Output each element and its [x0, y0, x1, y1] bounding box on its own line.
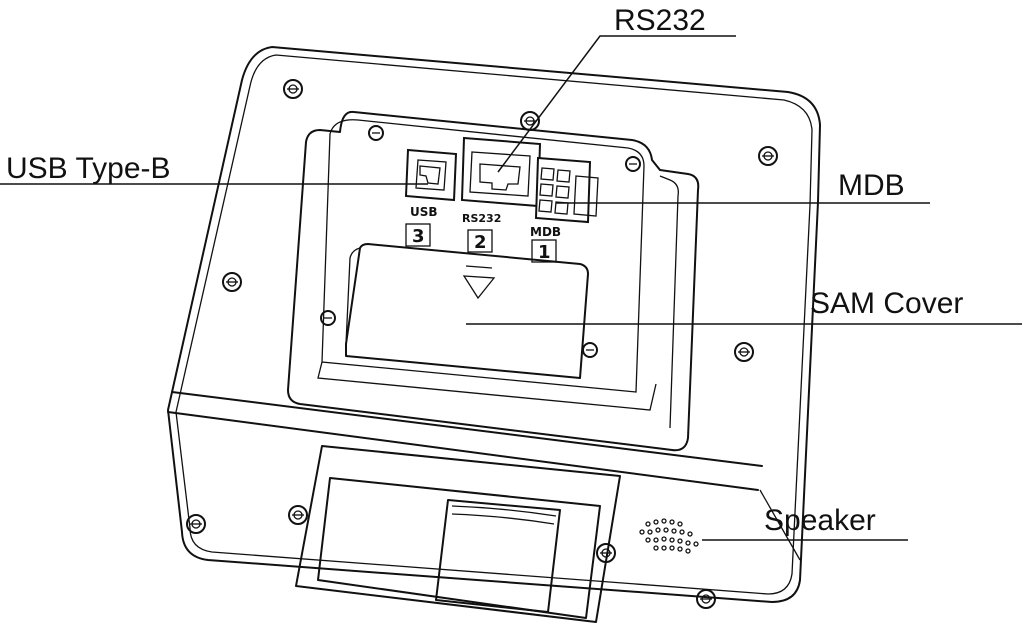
rs232-number-box: [467, 229, 493, 253]
port-label-group: USB 3 RS232 2 MDB 1: [405, 205, 561, 263]
screw-icon: [320, 310, 336, 326]
rs232-port: [460, 136, 542, 208]
screw-icon: [186, 514, 206, 534]
usb-port-label: USB: [410, 205, 438, 219]
screw-icon: [758, 146, 778, 166]
rs232-callout: RS232: [614, 4, 706, 37]
screw-icon: [368, 125, 384, 141]
usb-type-b-callout: USB Type-B: [6, 152, 171, 185]
screw-icon: [696, 589, 716, 609]
callout-labels: RS232 USB Type-B MDB SAM Cover Speaker: [6, 4, 963, 537]
usb-port: [404, 148, 458, 202]
rs232-port-label: RS232: [462, 212, 501, 225]
usb-number-box: [405, 223, 431, 247]
screw-icon: [625, 156, 641, 172]
mdb-number-box: [531, 239, 557, 263]
device-housing: [167, 46, 821, 603]
screw-icon: [222, 272, 242, 292]
screw-icon: [734, 342, 754, 362]
stand-bracket: [295, 445, 621, 623]
mdb-port-label: MDB: [530, 225, 561, 239]
connector-module: [287, 110, 700, 452]
screws: [186, 79, 778, 609]
mdb-port-number: 1: [538, 242, 551, 263]
mdb-port: [534, 156, 599, 224]
sam-cover-callout: SAM Cover: [810, 287, 963, 320]
screw-icon: [596, 543, 616, 563]
screw-icon: [283, 79, 303, 99]
screw-icon: [288, 505, 308, 525]
speaker-grille: [639, 518, 699, 554]
mdb-callout: MDB: [838, 169, 905, 202]
screw-icon: [582, 342, 598, 358]
sam-cover: [345, 243, 589, 379]
leader-lines: [0, 35, 1022, 541]
usb-port-number: 3: [412, 226, 425, 247]
sam-cover-arrow-icon: [462, 275, 496, 300]
rs232-port-number: 2: [474, 232, 487, 253]
rs232-leader-line: [497, 35, 736, 173]
speaker-callout: Speaker: [764, 504, 876, 537]
